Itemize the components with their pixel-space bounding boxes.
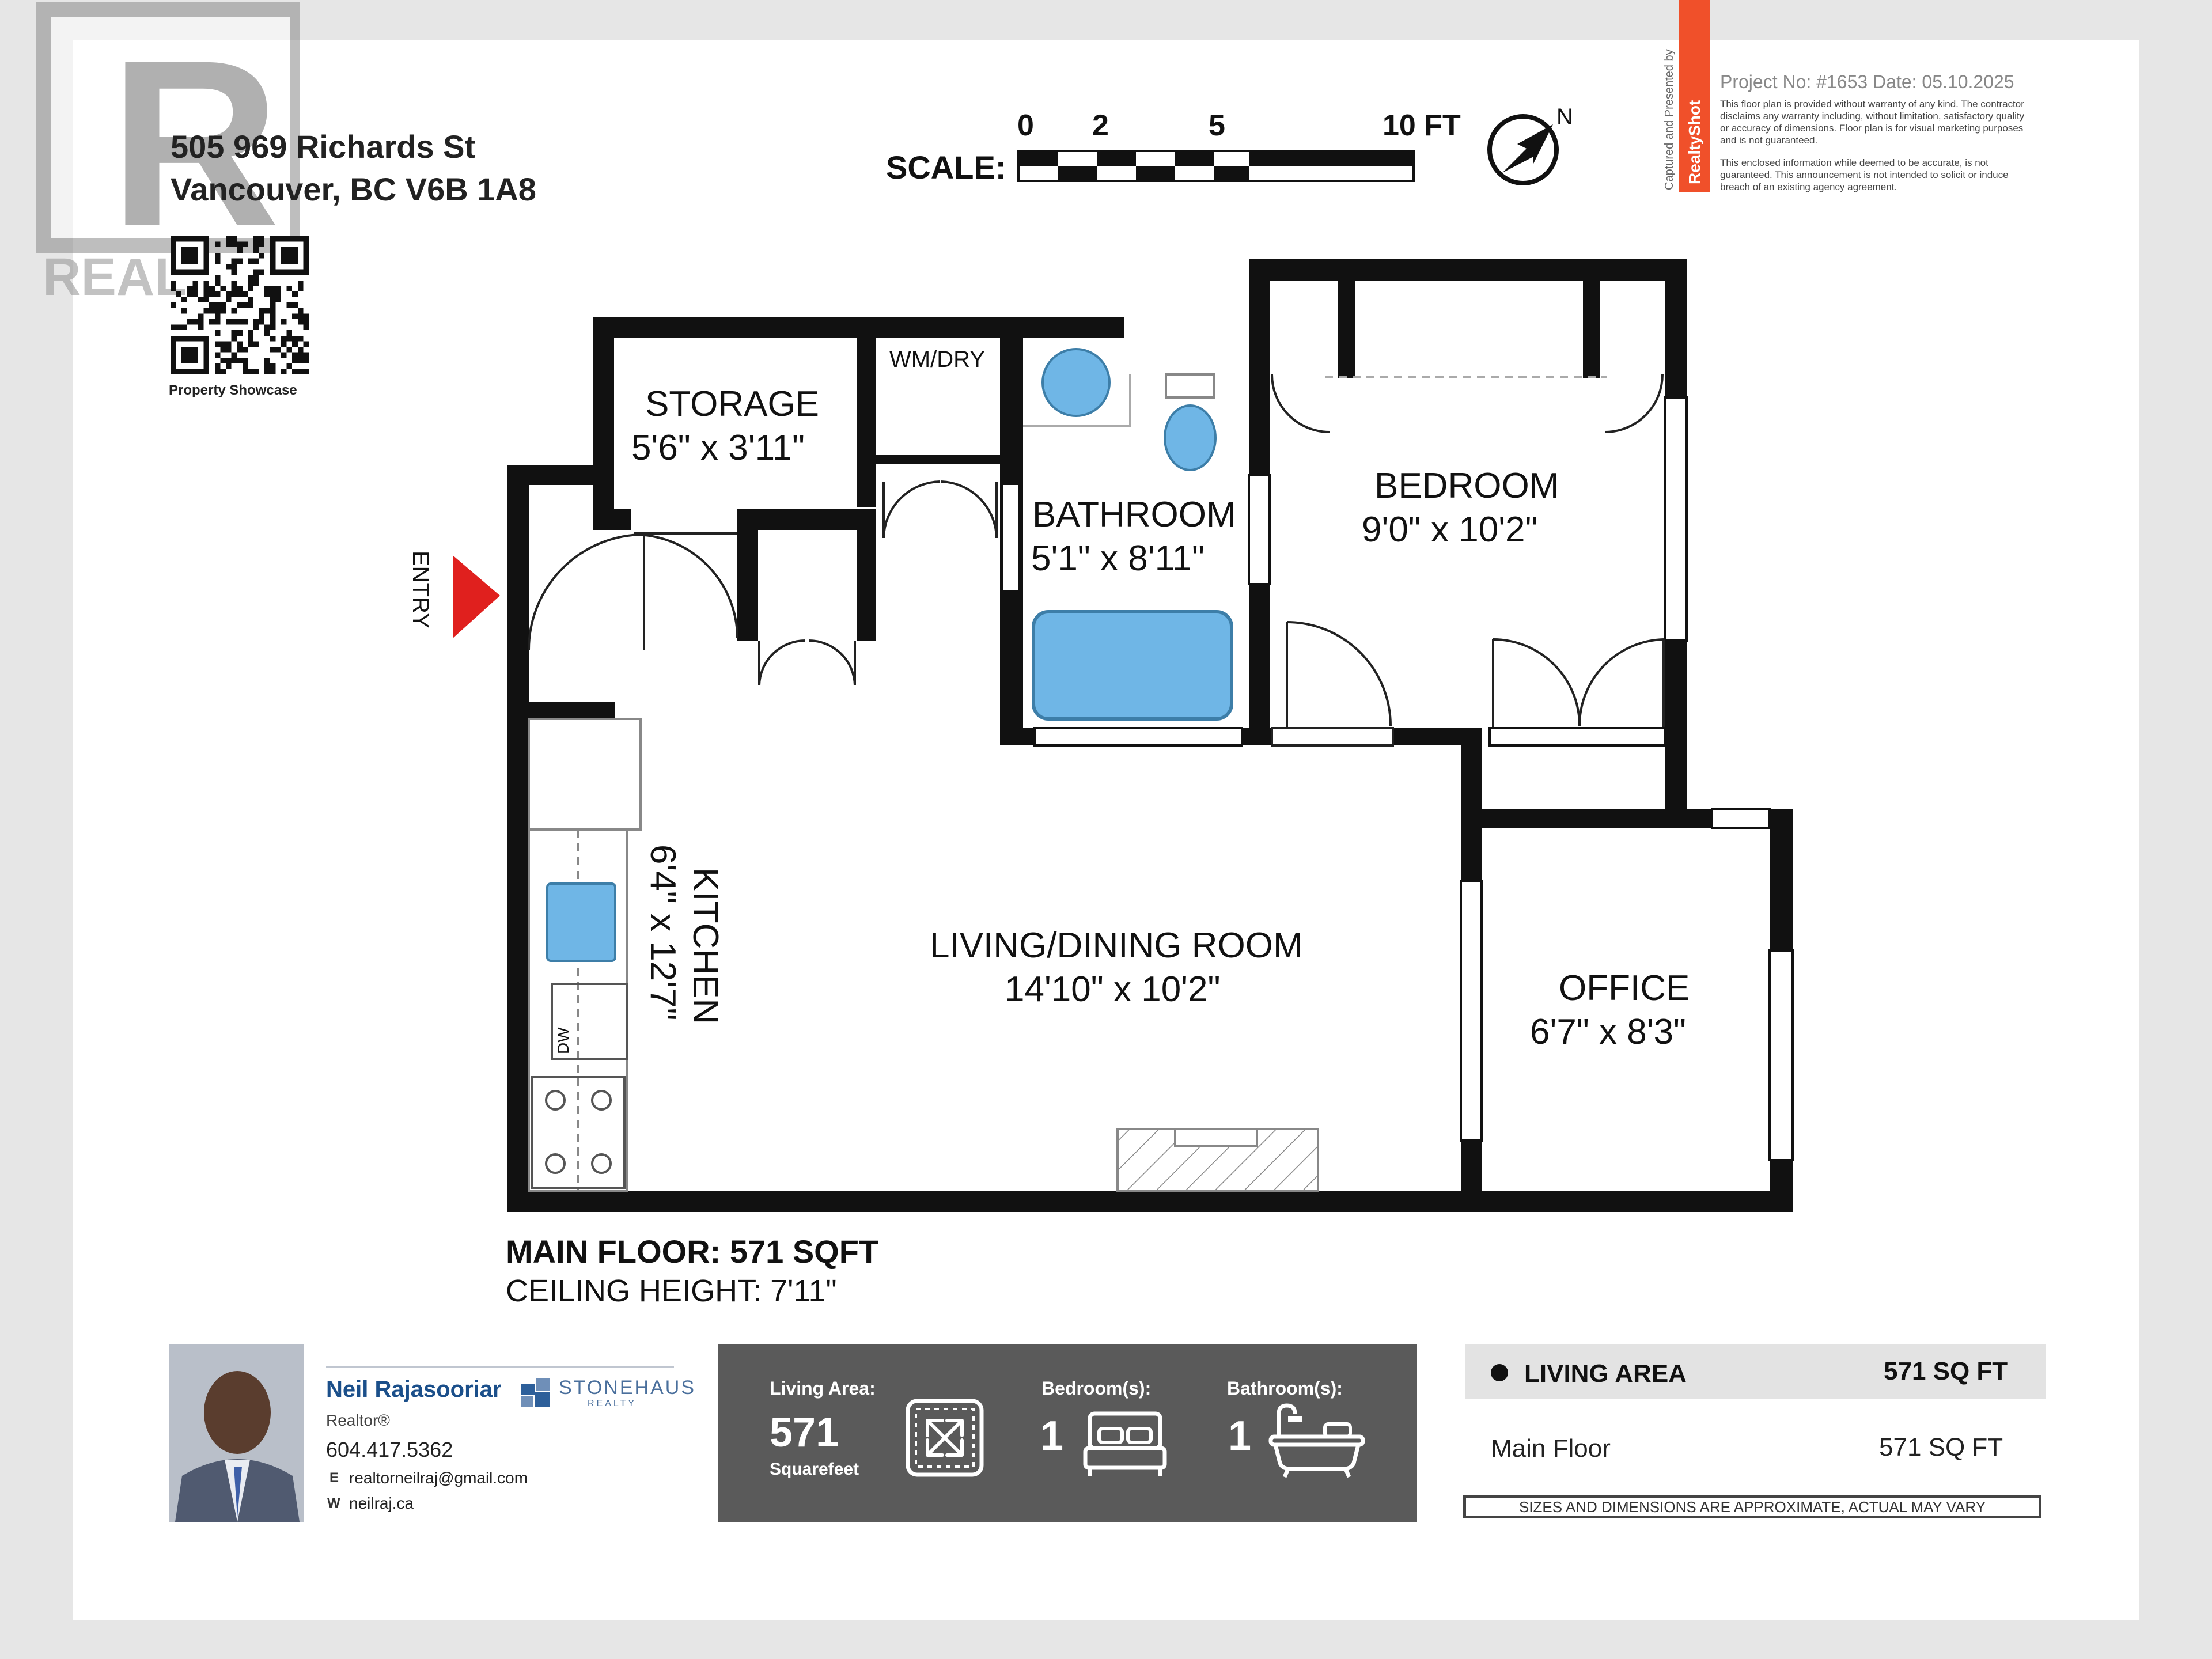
living-area-value: 571 xyxy=(770,1410,839,1456)
agent-title: Realtor® xyxy=(326,1411,390,1429)
living-area-unit: Squarefeet xyxy=(770,1460,859,1479)
watermark-letter: R xyxy=(109,11,280,275)
area-table-header: LIVING AREA 571 SQ FT xyxy=(1465,1344,2046,1399)
scale-tick-10: 10 FT xyxy=(1382,109,1461,142)
project-header: Project No: #1653 Date: 05.10.2025 xyxy=(1720,71,2014,92)
disclaimer-line: guaranteed. This announcement is not int… xyxy=(1720,169,2009,180)
area-header-label: LIVING AREA xyxy=(1524,1359,1687,1388)
compass-north-label: N xyxy=(1556,104,1573,130)
area-row-value: 571 SQ FT xyxy=(1879,1433,2003,1461)
area-expand-icon xyxy=(906,1399,984,1477)
agent-email[interactable]: realtorneilraj@gmail.com xyxy=(349,1469,528,1487)
bed-icon xyxy=(1083,1411,1167,1476)
brokerage-name: STONEHAUS xyxy=(559,1377,696,1399)
kitchen-name: KITCHEN xyxy=(685,868,725,1025)
ceiling-height: CEILING HEIGHT: 7'11" xyxy=(506,1274,837,1308)
living-area-label: Living Area: xyxy=(770,1378,876,1399)
bedroom-name: BEDROOM xyxy=(1374,466,1559,506)
entry-label: ENTRY xyxy=(408,551,433,628)
disclaimer-line: and is not guaranteed. xyxy=(1720,135,1818,146)
area-row-label: Main Floor xyxy=(1491,1434,1611,1463)
office-name: OFFICE xyxy=(1559,968,1690,1008)
email-label: E xyxy=(329,1470,339,1486)
web-label: W xyxy=(327,1495,340,1511)
scale-tick-2: 2 xyxy=(1092,109,1109,142)
brokerage-sub: REALTY xyxy=(588,1399,637,1408)
address-line-2: Vancouver, BC V6B 1A8 xyxy=(171,171,536,207)
disclaimer-line: This enclosed information while deemed t… xyxy=(1720,157,1988,168)
storage-name: STORAGE xyxy=(645,384,820,424)
address-line-1: 505 969 Richards St xyxy=(171,128,476,165)
bathroom-dims: 5'1" x 8'11" xyxy=(1031,539,1205,578)
stats-panel: Living Area: 571 Squarefeet Bedroom(s): … xyxy=(718,1344,1417,1522)
living-name: LIVING/DINING ROOM xyxy=(930,926,1303,965)
living-dims: 14'10" x 10'2" xyxy=(1005,969,1221,1009)
bedrooms-value: 1 xyxy=(1040,1413,1064,1459)
bathrooms-value: 1 xyxy=(1228,1413,1252,1459)
wmdry-label: WM/DRY xyxy=(889,347,985,372)
scale-tick-5: 5 xyxy=(1209,109,1225,142)
disclaimer-line: breach of an existing agency agreement. xyxy=(1720,181,1897,192)
brand-strip: Captured and Presented by RealtyShot xyxy=(1663,0,1710,192)
bedrooms-label: Bedroom(s): xyxy=(1041,1378,1152,1399)
bathroom-name: BATHROOM xyxy=(1032,495,1236,535)
area-header-value: 571 SQ FT xyxy=(1884,1357,2008,1385)
bullet-icon xyxy=(1491,1364,1508,1381)
bedroom-dims: 9'0" x 10'2" xyxy=(1362,510,1538,550)
qr-caption: Property Showcase xyxy=(169,382,297,398)
disclaimer-line: disclaims any warranty including, withou… xyxy=(1720,111,2025,122)
brand-side-text: Captured and Presented by xyxy=(1663,49,1676,190)
disclaimer-line: This floor plan is provided without warr… xyxy=(1720,99,2024,109)
scale-tick-0: 0 xyxy=(1017,109,1034,142)
agent-phone: 604.417.5362 xyxy=(326,1438,453,1461)
storage-dims: 5'6" x 3'11" xyxy=(631,428,805,468)
stonehaus-logo-icon xyxy=(521,1378,550,1407)
scale-label: SCALE: xyxy=(886,149,1006,185)
scale-bar xyxy=(1017,150,1415,182)
office-dims: 6'7" x 8'3" xyxy=(1530,1012,1687,1052)
bathtub-icon xyxy=(1268,1403,1365,1478)
project-disclaimer-2: This enclosed information while deemed t… xyxy=(1720,157,2043,193)
disclaimer-line: or accuracy of dimensions. Floor plan is… xyxy=(1720,123,2024,134)
watermark-logo: R REAL xyxy=(36,2,300,306)
agent-divider xyxy=(326,1366,674,1368)
project-disclaimer-1: This floor plan is provided without warr… xyxy=(1720,98,2043,146)
compass-icon: N xyxy=(1487,104,1573,185)
kitchen-dims: 6'4" x 12'7" xyxy=(643,844,683,1021)
approximate-note: SIZES AND DIMENSIONS ARE APPROXIMATE, AC… xyxy=(1463,1495,2041,1518)
watermark-text: REAL xyxy=(43,248,187,306)
agent-photo xyxy=(169,1344,304,1522)
qr-code[interactable] xyxy=(171,236,309,374)
agent-name: Neil Rajasooriar xyxy=(326,1377,502,1402)
dishwasher-label: DW xyxy=(554,1027,572,1054)
agent-website[interactable]: neilraj.ca xyxy=(349,1494,414,1512)
main-floor-area: MAIN FLOOR: 571 SQFT xyxy=(506,1233,879,1270)
bathrooms-label: Bathroom(s): xyxy=(1227,1378,1343,1399)
brand-name: RealtyShot xyxy=(1685,100,1703,184)
